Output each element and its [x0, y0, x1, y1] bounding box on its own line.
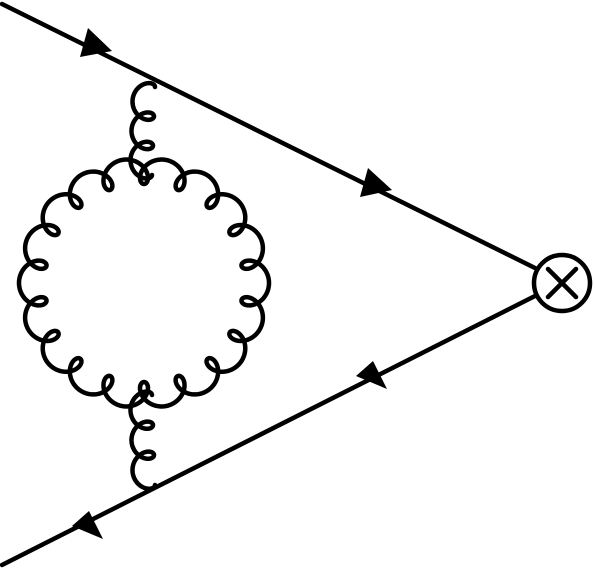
arrow-lower-left [72, 511, 103, 539]
gluon-loop [16, 157, 272, 409]
gluon-propagator-top [128, 80, 158, 181]
arrow-upper-left [80, 28, 112, 57]
gluon-propagator-bottom [128, 389, 158, 492]
arrow-upper-mid [360, 168, 392, 197]
operator-cross-b [545, 266, 579, 300]
arrow-lower-mid [356, 361, 387, 389]
incoming-fermion-line [0, 1, 538, 271]
operator-vertex [531, 252, 593, 314]
